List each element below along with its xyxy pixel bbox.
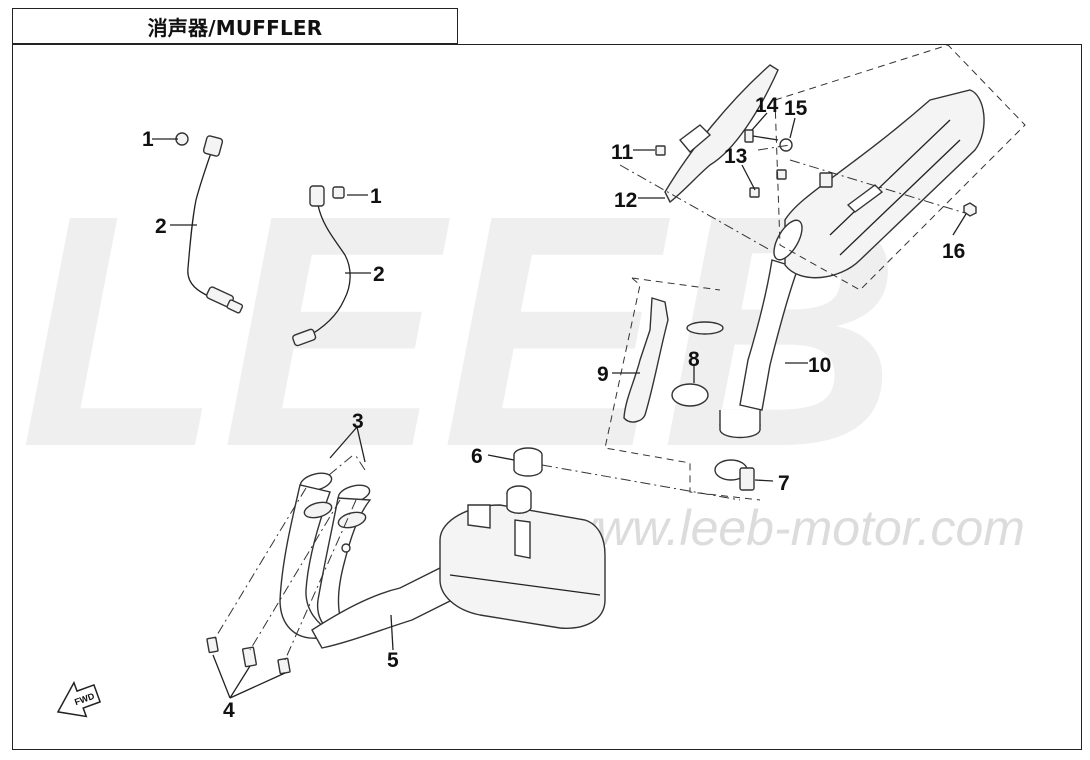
callout-3: 3 (352, 410, 364, 433)
link-pipe-10 (719, 259, 799, 439)
page-title: 消声器/MUFFLER (12, 8, 458, 44)
cap-nut-1b (332, 186, 345, 199)
header-pipes (279, 472, 453, 649)
callout-4: 4 (223, 699, 235, 722)
nut-16 (963, 202, 977, 217)
callout-6: 6 (471, 445, 483, 468)
bolts-4 (206, 636, 291, 675)
callout-1b: 1 (370, 185, 382, 208)
callout-12: 12 (614, 189, 637, 212)
fwd-arrow-icon: FWD (56, 680, 102, 718)
gasket-6 (513, 447, 543, 477)
callout-15: 15 (784, 97, 808, 120)
diagram-border (12, 44, 1082, 750)
clamp-8 (671, 321, 724, 407)
callout-5: 5 (387, 649, 399, 672)
screw-11 (655, 145, 666, 156)
callout-1a: 1 (142, 128, 154, 151)
callout-11: 11 (611, 141, 634, 164)
o2-sensor-right (292, 185, 351, 347)
brand-watermark: LEEB (20, 146, 900, 515)
callout-7: 7 (778, 472, 790, 495)
callout-8: 8 (688, 348, 700, 371)
washer-15 (779, 138, 793, 152)
callout-9: 9 (597, 363, 609, 386)
muffler-box (439, 485, 606, 629)
callout-14: 14 (755, 94, 779, 117)
callout-2b: 2 (373, 263, 385, 286)
clamp-7 (714, 459, 755, 491)
callout-10: 10 (808, 354, 831, 377)
bolt-14 (744, 129, 779, 143)
nuts-13 (749, 169, 833, 198)
callout-13: 13 (724, 145, 747, 168)
callout-16: 16 (942, 240, 965, 263)
url-watermark: www.leeb-motor.com (560, 500, 1025, 556)
tail-cover-12 (664, 64, 779, 204)
heat-shield-9 (623, 297, 669, 423)
o2-sensor-left (187, 135, 244, 314)
callout-2a: 2 (155, 215, 167, 238)
